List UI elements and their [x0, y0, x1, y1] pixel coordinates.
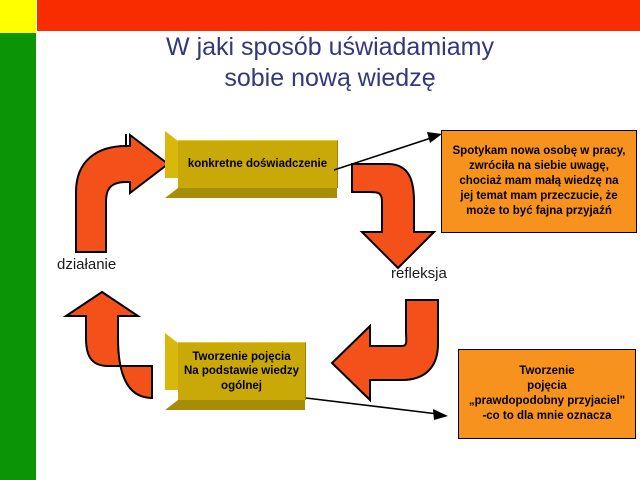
yellow-corner-band	[0, 0, 36, 33]
connector-experience-to-example	[333, 132, 442, 171]
arrow-experience-to-reflection	[351, 163, 437, 270]
node-experience-label: konkretne doświadczenie	[187, 158, 328, 171]
node-concept-example-label: Tworzenie pojęcia „prawdopodobny przyjac…	[468, 365, 626, 422]
node-reflection-example-box[interactable]: Spotykam nowa osobę w pracy, zwróciła na…	[441, 130, 637, 233]
label-reflection: refleksja	[391, 265, 447, 282]
green-left-band	[0, 33, 36, 480]
red-top-band	[37, 0, 640, 31]
arrow-reflection-to-concept	[330, 299, 439, 403]
node-concept-example-box[interactable]: Tworzenie pojęcia „prawdopodobny przyjac…	[458, 349, 636, 439]
node-reflection-example-label: Spotykam nowa osobę w pracy, zwróciła na…	[452, 145, 626, 217]
node-experience-box[interactable]: konkretne doświadczenie	[178, 140, 338, 188]
arrow-action-to-experience	[75, 132, 170, 253]
arrow-concept-to-action	[62, 290, 153, 400]
connector-concept-to-example	[305, 397, 448, 420]
page-title: W jaki sposób uświadamiamy sobie nową wi…	[166, 33, 494, 92]
node-concept-box[interactable]: Tworzenie pojęcia Na podstawie wiedzy og…	[178, 342, 306, 400]
label-action: działanie	[57, 256, 117, 273]
node-concept-label: Tworzenie pojęcia Na podstawie wiedzy og…	[183, 350, 300, 392]
